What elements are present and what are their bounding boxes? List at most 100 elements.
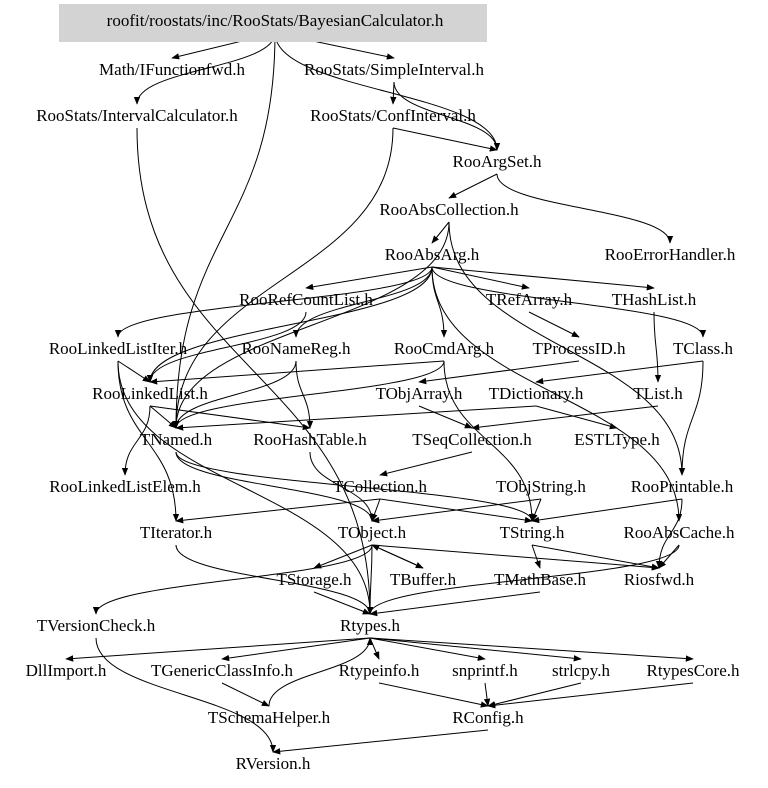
- node-label[interactable]: TMathBase.h: [494, 570, 587, 589]
- node-label[interactable]: RooStats/IntervalCalculator.h: [36, 106, 238, 125]
- node-label[interactable]: TSchemaHelper.h: [208, 708, 331, 727]
- graph-node[interactable]: RooStats/SimpleInterval.h: [304, 60, 484, 79]
- node-label[interactable]: RooPrintable.h: [631, 477, 734, 496]
- node-label[interactable]: RooStats/ConfInterval.h: [310, 106, 476, 125]
- node-label[interactable]: TGenericClassInfo.h: [151, 661, 294, 680]
- graph-node[interactable]: RooLinkedListIter.h: [49, 339, 188, 358]
- graph-node[interactable]: TMathBase.h: [494, 570, 587, 589]
- node-label[interactable]: RConfig.h: [452, 708, 524, 727]
- node-label[interactable]: TString.h: [500, 523, 565, 542]
- graph-node[interactable]: Riosfwd.h: [624, 570, 695, 589]
- graph-node[interactable]: TProcessID.h: [532, 339, 626, 358]
- graph-node[interactable]: roofit/roostats/inc/RooStats/BayesianCal…: [59, 4, 487, 42]
- graph-node[interactable]: snprintf.h: [452, 661, 518, 680]
- node-label[interactable]: TList.h: [633, 384, 683, 403]
- dependency-edge: [313, 591, 371, 615]
- node-label[interactable]: TNamed.h: [140, 430, 213, 449]
- node-label[interactable]: strlcpy.h: [552, 661, 610, 680]
- node-label[interactable]: RooArgSet.h: [453, 152, 542, 171]
- node-label[interactable]: TVersionCheck.h: [37, 616, 156, 635]
- graph-node[interactable]: TSeqCollection.h: [412, 430, 532, 449]
- node-label[interactable]: RooAbsCollection.h: [379, 200, 519, 219]
- dependency-edge: [378, 682, 489, 708]
- graph-node[interactable]: RConfig.h: [452, 708, 524, 727]
- graph-node[interactable]: TSchemaHelper.h: [208, 708, 331, 727]
- graph-node[interactable]: RooStats/ConfInterval.h: [310, 106, 476, 125]
- graph-node[interactable]: TClass.h: [673, 339, 733, 358]
- graph-node[interactable]: strlcpy.h: [552, 661, 610, 680]
- node-label[interactable]: TObjArray.h: [376, 384, 463, 403]
- graph-node[interactable]: TBuffer.h: [390, 570, 457, 589]
- dependency-edge: [92, 544, 373, 615]
- node-label[interactable]: DllImport.h: [26, 661, 107, 680]
- node-label[interactable]: TDictionary.h: [489, 384, 584, 403]
- node-label[interactable]: RooLinkedListElem.h: [49, 477, 201, 496]
- graph-node[interactable]: TObject.h: [338, 523, 407, 542]
- node-label[interactable]: TClass.h: [673, 339, 733, 358]
- node-label[interactable]: TObjString.h: [496, 477, 586, 496]
- graph-node[interactable]: RooAbsCache.h: [624, 523, 735, 542]
- node-label[interactable]: RtypesCore.h: [646, 661, 740, 680]
- node-label[interactable]: RooRefCountList.h: [239, 290, 373, 309]
- node-label[interactable]: TBuffer.h: [390, 570, 457, 589]
- graph-node[interactable]: RVersion.h: [236, 754, 311, 773]
- node-label[interactable]: RooHashTable.h: [253, 430, 367, 449]
- graph-node[interactable]: TNamed.h: [140, 430, 213, 449]
- node-label[interactable]: THashList.h: [612, 290, 697, 309]
- graph-node[interactable]: TStorage.h: [276, 570, 352, 589]
- node-label[interactable]: snprintf.h: [452, 661, 518, 680]
- graph-node[interactable]: TGenericClassInfo.h: [151, 661, 294, 680]
- graph-node[interactable]: RtypesCore.h: [646, 661, 740, 680]
- node-label[interactable]: RooCmdArg.h: [394, 339, 495, 358]
- graph-node[interactable]: TRefArray.h: [486, 290, 573, 309]
- graph-node[interactable]: RooAbsCollection.h: [379, 200, 519, 219]
- graph-node[interactable]: RooAbsArg.h: [385, 245, 480, 264]
- graph-node[interactable]: RooPrintable.h: [631, 477, 734, 496]
- graph-node[interactable]: TDictionary.h: [489, 384, 584, 403]
- graph-node[interactable]: Rtypes.h: [340, 616, 400, 635]
- graph-node[interactable]: TIterator.h: [140, 523, 213, 542]
- node-label[interactable]: TStorage.h: [276, 570, 352, 589]
- node-label[interactable]: RooNameReg.h: [241, 339, 351, 358]
- graph-node[interactable]: RooCmdArg.h: [394, 339, 495, 358]
- node-label[interactable]: RooErrorHandler.h: [605, 245, 736, 264]
- graph-node[interactable]: Math/IFunctionfwd.h: [99, 60, 245, 79]
- node-label[interactable]: ESTLType.h: [574, 430, 660, 449]
- node-label[interactable]: TCollection.h: [333, 477, 427, 496]
- graph-node[interactable]: DllImport.h: [26, 661, 107, 680]
- graph-node[interactable]: RooLinkedList.h: [92, 384, 208, 403]
- node-label[interactable]: RVersion.h: [236, 754, 311, 773]
- node-label[interactable]: TRefArray.h: [486, 290, 573, 309]
- graph-node[interactable]: TString.h: [500, 523, 565, 542]
- graph-node[interactable]: RooRefCountList.h: [239, 290, 373, 309]
- node-label[interactable]: roofit/roostats/inc/RooStats/BayesianCal…: [107, 11, 444, 30]
- graph-node[interactable]: TList.h: [633, 384, 683, 403]
- node-label[interactable]: Rtypes.h: [340, 616, 400, 635]
- graph-node[interactable]: Rtypeinfo.h: [339, 661, 420, 680]
- node-label[interactable]: RooLinkedList.h: [92, 384, 208, 403]
- graph-node[interactable]: RooStats/IntervalCalculator.h: [36, 106, 238, 125]
- node-label[interactable]: TSeqCollection.h: [412, 430, 532, 449]
- graph-node[interactable]: ESTLType.h: [574, 430, 660, 449]
- graph-node[interactable]: THashList.h: [612, 290, 697, 309]
- dependency-edge: [369, 591, 541, 617]
- node-label[interactable]: Rtypeinfo.h: [339, 661, 420, 680]
- graph-node[interactable]: RooErrorHandler.h: [605, 245, 736, 264]
- node-label[interactable]: Riosfwd.h: [624, 570, 695, 589]
- graph-node[interactable]: RooNameReg.h: [241, 339, 351, 358]
- graph-node[interactable]: TVersionCheck.h: [37, 616, 156, 635]
- node-label[interactable]: TIterator.h: [140, 523, 213, 542]
- node-label[interactable]: RooAbsArg.h: [385, 245, 480, 264]
- graph-node[interactable]: RooLinkedListElem.h: [49, 477, 201, 496]
- graph-node[interactable]: TObjArray.h: [376, 384, 463, 403]
- node-label[interactable]: RooStats/SimpleInterval.h: [304, 60, 484, 79]
- node-label[interactable]: Math/IFunctionfwd.h: [99, 60, 245, 79]
- graph-node[interactable]: TCollection.h: [333, 477, 427, 496]
- node-label[interactable]: RooAbsCache.h: [624, 523, 735, 542]
- graph-node[interactable]: RooHashTable.h: [253, 430, 367, 449]
- node-label[interactable]: TProcessID.h: [532, 339, 626, 358]
- node-label[interactable]: RooLinkedListIter.h: [49, 339, 188, 358]
- graph-node[interactable]: RooArgSet.h: [453, 152, 542, 171]
- node-label[interactable]: TObject.h: [338, 523, 407, 542]
- graph-node[interactable]: TObjString.h: [496, 477, 586, 496]
